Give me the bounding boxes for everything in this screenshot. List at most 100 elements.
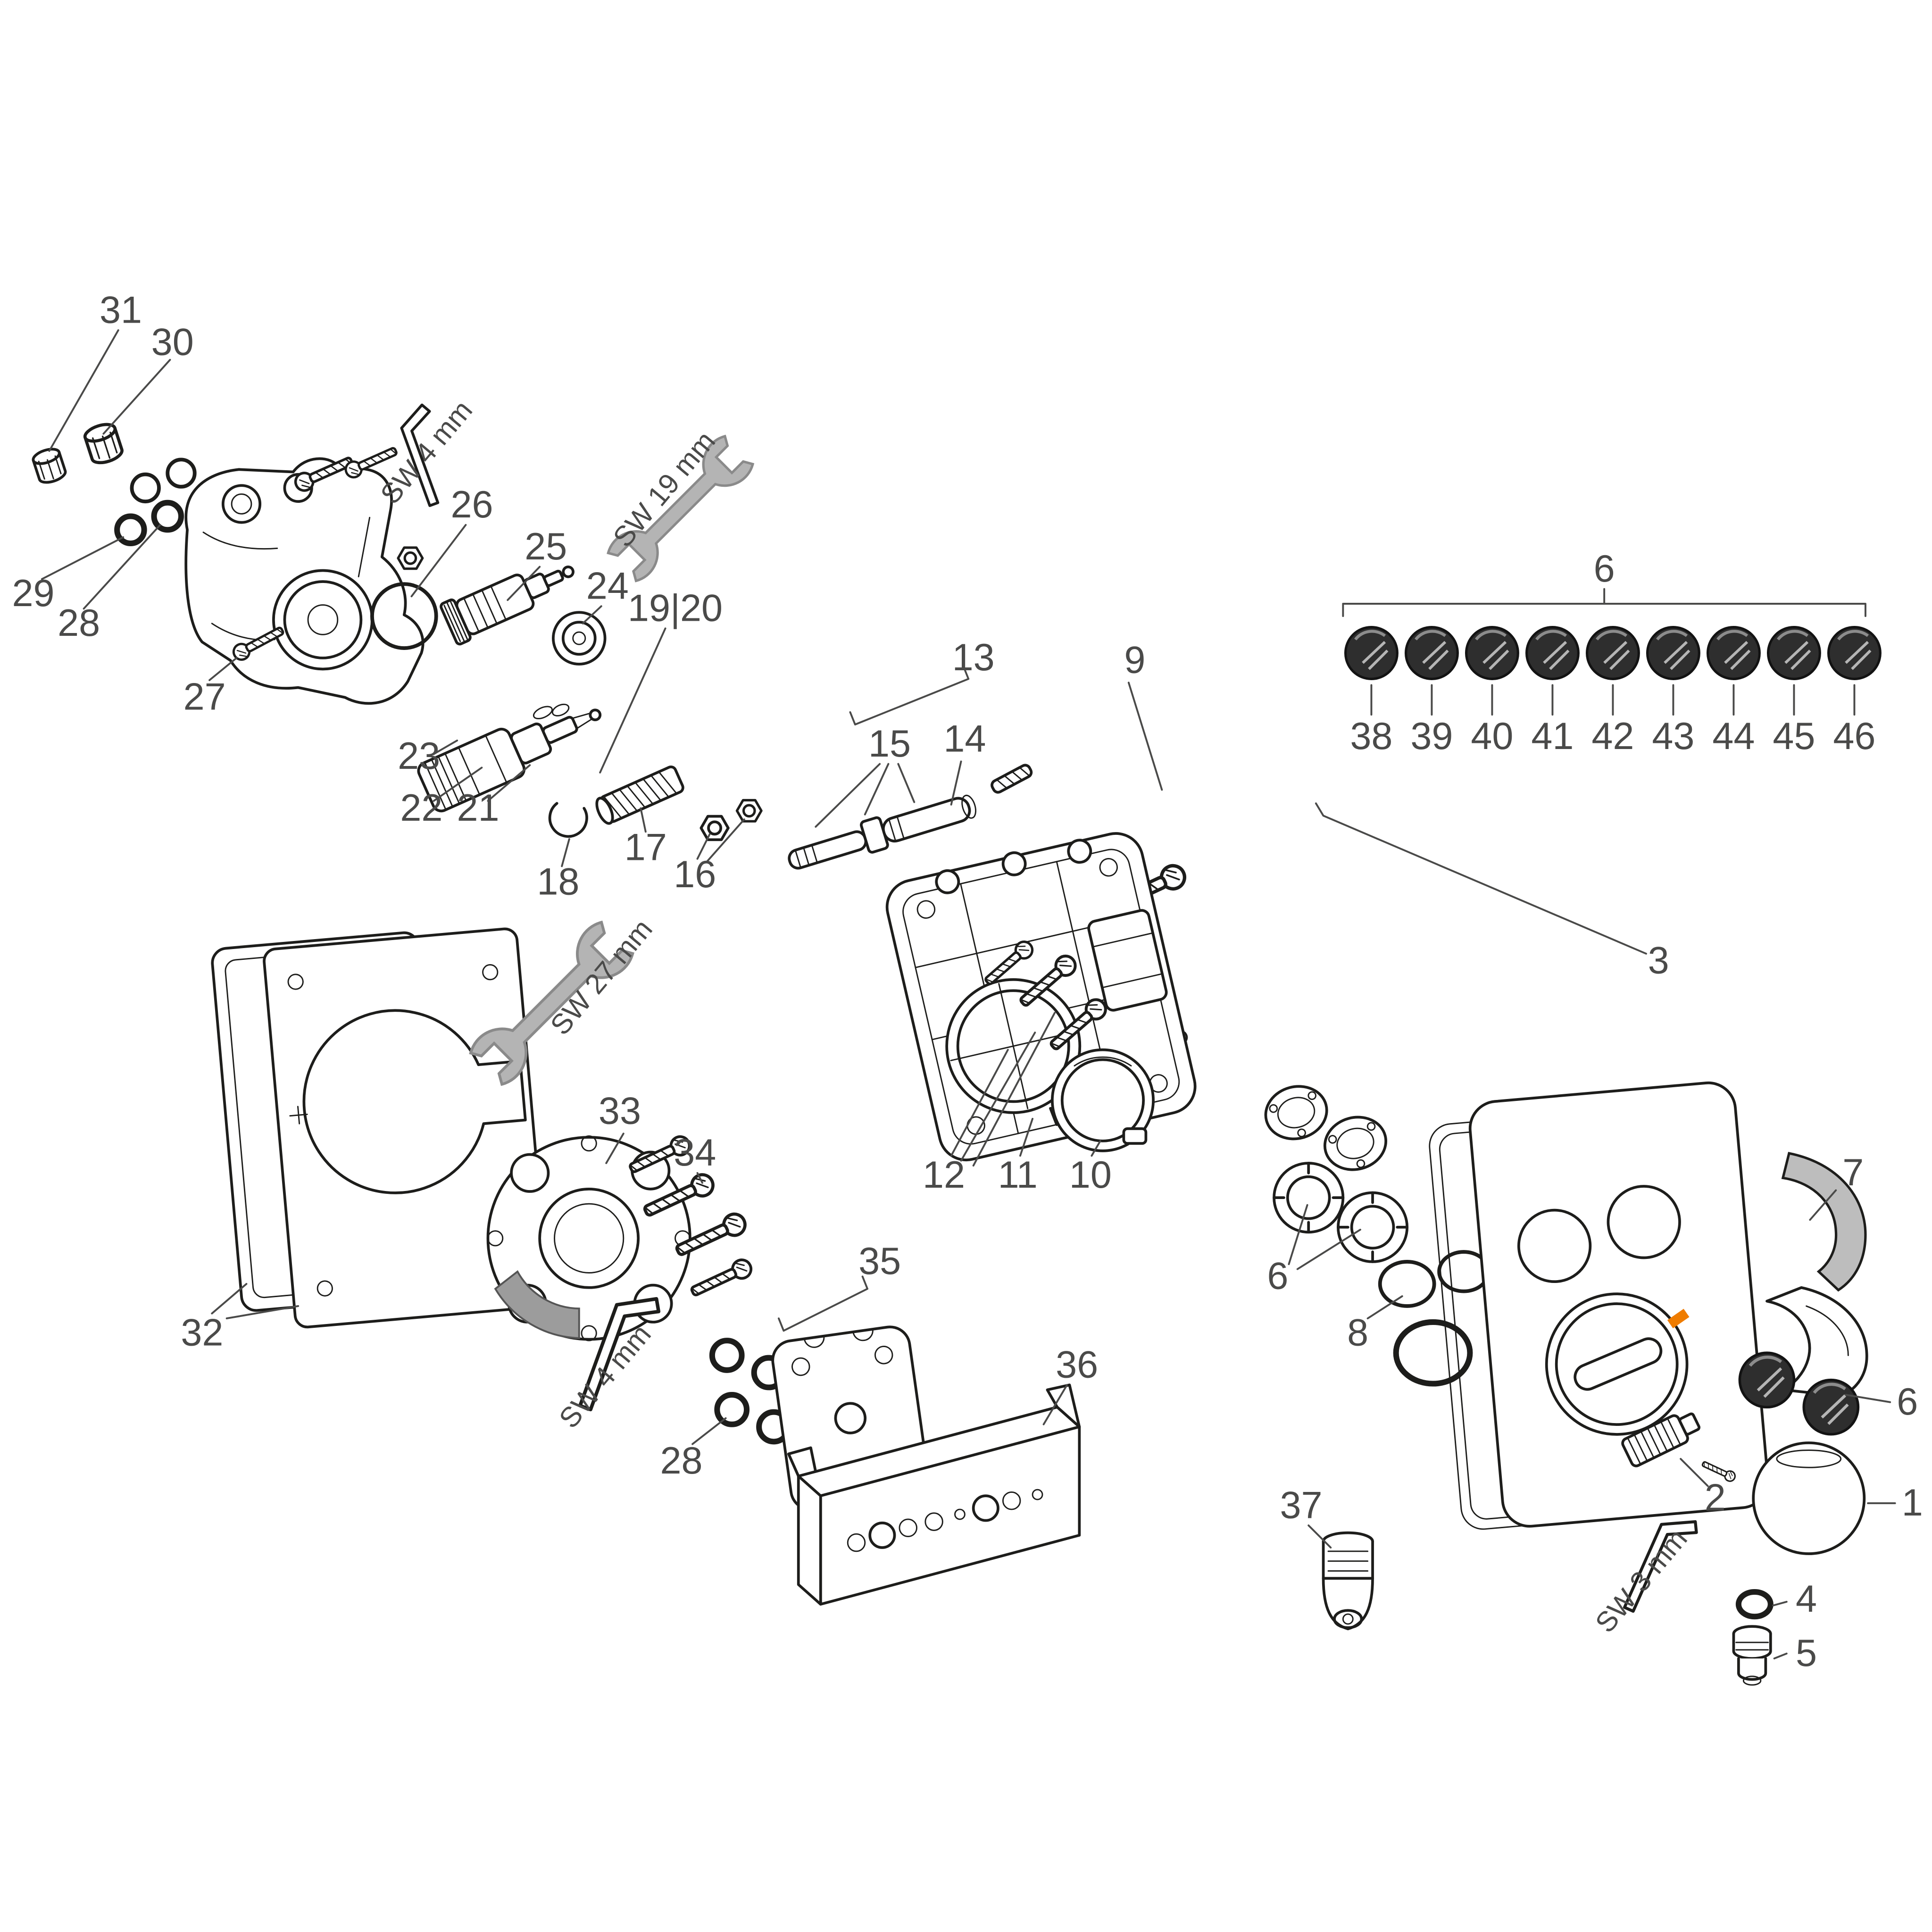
stop-ring-10	[1050, 1048, 1155, 1152]
safety-stop-mark	[1667, 1308, 1690, 1329]
callout-17: 17	[625, 826, 667, 868]
callout-6-seals: 6	[1267, 1255, 1288, 1297]
slip-ring-19-20	[551, 703, 570, 716]
cap-number-46: 46	[1833, 715, 1875, 758]
callout-14: 14	[943, 717, 986, 760]
washer	[166, 458, 197, 489]
holder-cap	[1740, 1353, 1794, 1407]
cartridge-21-22-23	[417, 703, 602, 813]
seal-rings-8	[1378, 1250, 1491, 1387]
callout-25: 25	[525, 525, 567, 568]
union-nuts-and-gaskets-6	[1264, 1085, 1409, 1263]
wall-anchor-and-screws	[991, 764, 1189, 1059]
select-button-hole	[1517, 1208, 1592, 1283]
cap-and-seal-parts	[32, 423, 197, 547]
handle-cap-38	[1346, 627, 1398, 679]
callout-19-20: 19|20	[628, 587, 723, 630]
callout-32: 32	[181, 1312, 223, 1354]
select-button-hole	[1607, 1185, 1681, 1259]
callout-9: 9	[1124, 639, 1145, 681]
callout-8: 8	[1347, 1312, 1368, 1354]
extension-pipes	[788, 794, 976, 870]
screw-34	[689, 1257, 754, 1300]
callout-2: 2	[1705, 1477, 1726, 1519]
callout-26: 26	[450, 483, 493, 526]
mounting-rail-36	[787, 1383, 1081, 1606]
handle-cap-43	[1648, 627, 1699, 679]
callout-30: 30	[151, 321, 194, 363]
callout-23: 23	[398, 735, 440, 777]
callout-7: 7	[1842, 1151, 1864, 1194]
handle-cap-40	[1466, 627, 1518, 679]
callout-5: 5	[1796, 1632, 1817, 1674]
callout-29: 29	[12, 572, 54, 615]
callout-37: 37	[1280, 1484, 1322, 1526]
slip-ring-19-20	[533, 706, 553, 719]
callout-6-holder: 6	[1897, 1381, 1918, 1423]
callout-24: 24	[586, 565, 629, 608]
handle-cap-44	[1708, 627, 1760, 679]
nut-16	[737, 800, 761, 822]
thermostat-cartridge-25	[440, 566, 575, 646]
hose-connector-37	[1322, 1531, 1374, 1631]
o-ring-28	[151, 500, 184, 533]
callout-18: 18	[537, 860, 579, 903]
cap-number-41: 41	[1531, 715, 1574, 758]
handle-knob-1	[1752, 1441, 1866, 1555]
callout-16: 16	[674, 853, 716, 896]
callout-33: 33	[599, 1090, 641, 1132]
cap-number-45: 45	[1773, 715, 1815, 758]
threaded-tube-17	[595, 765, 684, 825]
cap-number-38: 38	[1350, 715, 1392, 758]
cap-number-43: 43	[1652, 715, 1694, 758]
faceplate-assembly	[1429, 1081, 1769, 1530]
callout-3: 3	[1648, 940, 1669, 982]
cap-number-39: 39	[1410, 715, 1453, 758]
shower-holder-7	[1740, 1152, 1868, 1434]
o-ring-29	[114, 513, 147, 547]
handle-cap-45	[1768, 627, 1820, 679]
callout-6-bracket: 6	[1594, 548, 1615, 590]
handle-cap-41	[1527, 627, 1579, 679]
callout-31: 31	[100, 289, 142, 331]
o-ring-4	[1735, 1589, 1774, 1620]
check-valve-5	[1732, 1625, 1772, 1686]
handle-cap-42	[1587, 627, 1639, 679]
callout-36: 36	[1056, 1343, 1098, 1386]
callout-28-bottom: 28	[660, 1440, 703, 1482]
handle-cap-set	[1346, 627, 1881, 679]
callout-34: 34	[674, 1132, 716, 1174]
callout-10: 10	[1069, 1154, 1112, 1196]
callout-21: 21	[457, 787, 500, 829]
callout-12: 12	[923, 1154, 965, 1196]
callout-22: 22	[400, 787, 442, 829]
spindle-2	[1621, 1412, 1701, 1467]
callout-1: 1	[1902, 1482, 1923, 1524]
cap-24	[552, 611, 607, 666]
slotted-nut	[1273, 1162, 1345, 1234]
seal-plates-32	[211, 927, 550, 1329]
callout-4: 4	[1796, 1578, 1817, 1620]
cap-number-42: 42	[1591, 715, 1634, 758]
callout-28-top: 28	[58, 602, 100, 644]
handle-cap-39	[1406, 627, 1458, 679]
o-ring-26	[370, 582, 438, 650]
callout-35: 35	[858, 1240, 901, 1282]
callout-13: 13	[952, 636, 995, 679]
callout-15: 15	[868, 723, 911, 765]
tool-label-sw3: SW 3 mm	[1589, 1523, 1693, 1639]
cap-number-44: 44	[1712, 715, 1755, 758]
manifold-plate-33	[486, 1133, 754, 1341]
callout-labels: 31 30 29 28 27 26 25 24 19|20 23 22 21 1…	[12, 289, 1923, 1674]
washer	[130, 472, 161, 504]
callout-11: 11	[998, 1154, 1038, 1196]
cap-number-40: 40	[1471, 715, 1513, 758]
slotted-nut	[1337, 1191, 1409, 1263]
callout-27: 27	[183, 676, 226, 718]
holder-cap	[1804, 1380, 1858, 1434]
retaining-clip-18	[548, 802, 588, 838]
handle-cap-46	[1829, 627, 1881, 679]
valve-body	[184, 443, 425, 705]
hex-nut	[398, 548, 423, 569]
